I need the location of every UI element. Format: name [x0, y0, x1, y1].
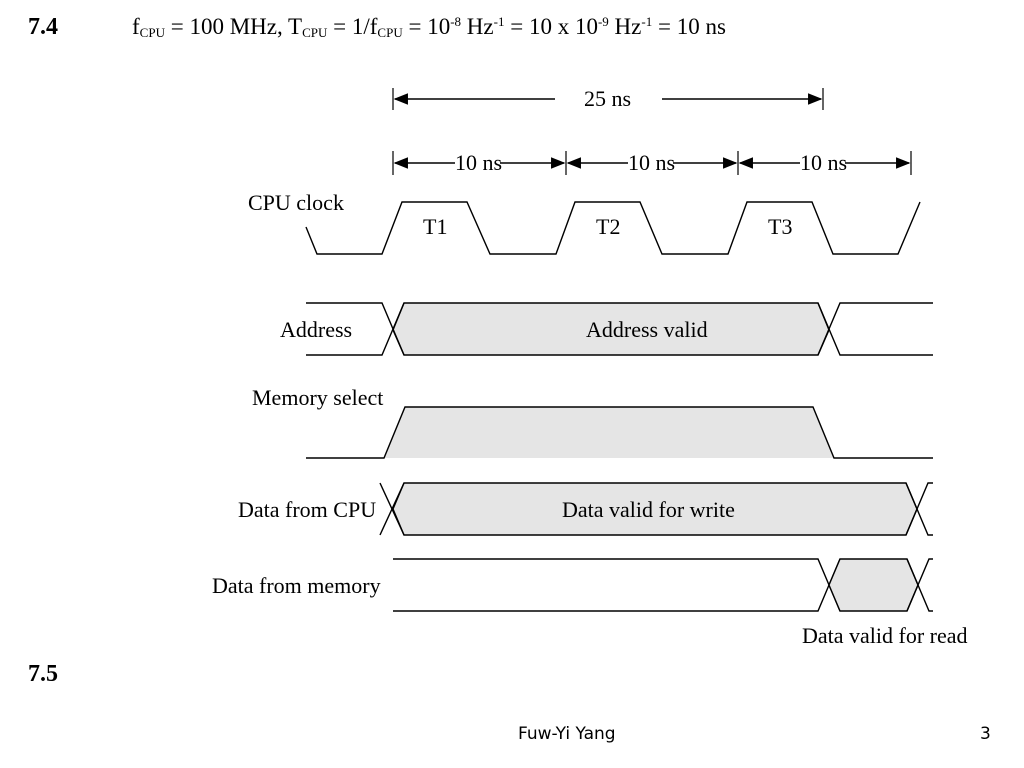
- formula-sub-cpu-1: CPU: [139, 25, 165, 40]
- cpu-clock-waveform: [305, 201, 921, 255]
- clock-period-3-label: 10 ns: [800, 150, 847, 175]
- address-valid-label: Address valid: [586, 317, 708, 342]
- problem-number: 7.4: [28, 14, 58, 40]
- memory-select-label: Memory select: [252, 385, 383, 410]
- address-tail-high: [817, 302, 933, 356]
- clock-period-1-label: 10 ns: [455, 150, 502, 175]
- data-memory-idle-low: [393, 558, 841, 612]
- clock-period-2-label: 10 ns: [628, 150, 675, 175]
- formula-exp-1: -8: [450, 14, 462, 29]
- formula-exp-3: -9: [597, 14, 609, 29]
- clock-cycle-t2: T2: [596, 214, 620, 239]
- formula-part-4: Hz: [461, 14, 494, 39]
- data-from-cpu-label: Data from CPU: [238, 497, 376, 522]
- page-number: 3: [980, 724, 991, 744]
- memory-select-waveform: [306, 406, 933, 459]
- data-valid-write-label: Data valid for write: [562, 497, 735, 522]
- clock-cycle-t1: T1: [423, 214, 447, 239]
- data-memory-tail-high: [906, 558, 933, 612]
- data-valid-read-label: Data valid for read: [802, 623, 968, 648]
- formula-part-7: = 10 ns: [652, 14, 726, 39]
- formula-part-2: = 1/f: [327, 14, 378, 39]
- address-lead-in-low: [306, 302, 405, 356]
- address-tail-low: [817, 302, 933, 356]
- address-lead-in: [306, 302, 405, 356]
- formula-part-1: = 100 MHz, T: [164, 14, 303, 39]
- total-period-label: 25 ns: [584, 86, 631, 111]
- formula: fCPU = 100 MHz, TCPU = 1/fCPU = 10-8 Hz-…: [132, 14, 726, 41]
- data-valid-read-region: [828, 558, 919, 612]
- formula-exp-4: -1: [641, 14, 653, 29]
- address-label: Address: [280, 317, 352, 342]
- formula-sub-cpu-3: CPU: [377, 25, 403, 40]
- clock-cycle-t3: T3: [768, 214, 792, 239]
- formula-sub-cpu-2: CPU: [302, 25, 328, 40]
- formula-f: f: [132, 14, 140, 39]
- data-cpu-tail-low: [905, 482, 933, 536]
- footer-author: Fuw-Yi Yang: [518, 724, 616, 744]
- data-cpu-tail-high: [905, 482, 933, 536]
- data-cpu-lead-in-low: [379, 482, 405, 536]
- cpu-clock-label: CPU clock: [248, 190, 344, 215]
- data-memory-idle-high: [393, 558, 841, 612]
- data-memory-tail-low: [906, 558, 933, 612]
- formula-exp-2: -1: [493, 14, 505, 29]
- formula-part-3: = 10: [402, 14, 451, 39]
- memory-select-active-region: [384, 407, 834, 458]
- data-from-memory-label: Data from memory: [212, 573, 381, 598]
- formula-part-6: Hz: [608, 14, 642, 39]
- next-problem-number: 7.5: [28, 661, 58, 687]
- formula-part-5: = 10 x 10: [504, 14, 598, 39]
